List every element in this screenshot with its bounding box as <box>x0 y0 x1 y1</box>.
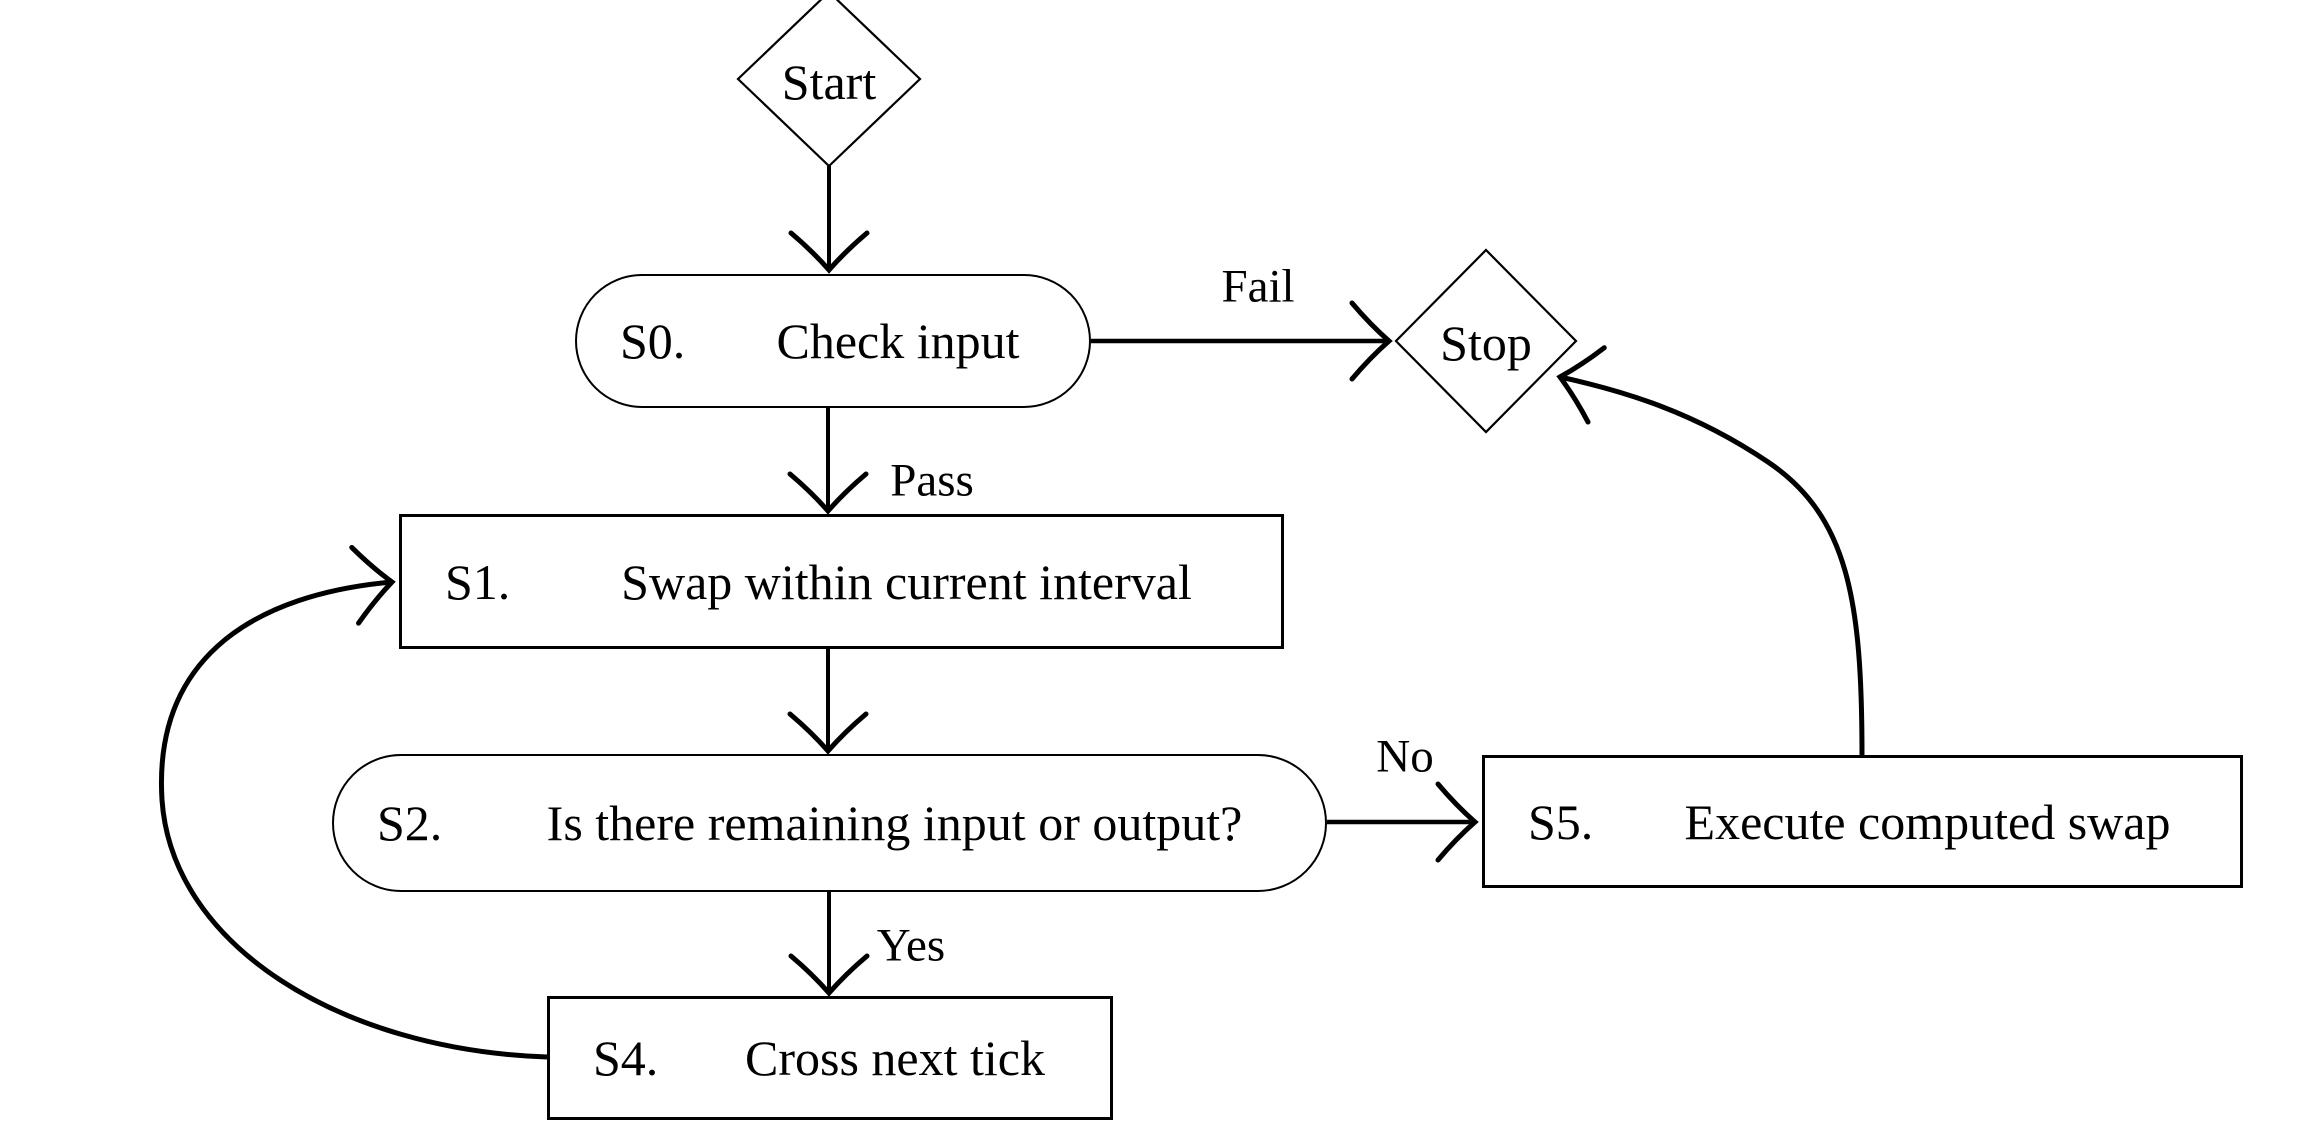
node-s2-id: S2. <box>377 795 443 851</box>
node-s5-id: S5. <box>1528 793 1594 850</box>
node-s1-id: S1. <box>445 553 511 610</box>
edge-label-pass: Pass <box>890 454 974 507</box>
node-s5-execute-swap: S5. Execute computed swap <box>1482 755 2243 888</box>
edge-s5-to-stop <box>1556 345 1865 756</box>
node-s4-text: Cross next tick <box>745 1030 1045 1086</box>
node-s2-text: Is there remaining input or output? <box>546 795 1243 851</box>
node-s1-text: Swap within current interval <box>621 553 1192 610</box>
edge-label-no: No <box>1376 730 1434 783</box>
node-s5-text: Execute computed swap <box>1684 793 2171 850</box>
node-s2-remaining-question: S2. Is there remaining input or output? <box>332 754 1327 892</box>
node-s0-check-input: S0. Check input <box>575 274 1091 408</box>
node-s0-id: S0. <box>620 313 686 369</box>
node-s1-swap-interval: S1. Swap within current interval <box>399 514 1284 649</box>
edge-label-yes: Yes <box>876 919 946 972</box>
stop-diamond <box>1394 248 1578 434</box>
node-s0-text: Check input <box>776 313 1020 369</box>
edge-label-fail: Fail <box>1221 260 1295 313</box>
edge-s4-to-s1-loop <box>158 544 548 1060</box>
start-label: Start <box>781 54 877 110</box>
node-s4-cross-tick: S4. Cross next tick <box>547 996 1113 1120</box>
stop-label: Stop <box>1440 315 1532 371</box>
node-s4-id: S4. <box>593 1030 659 1086</box>
